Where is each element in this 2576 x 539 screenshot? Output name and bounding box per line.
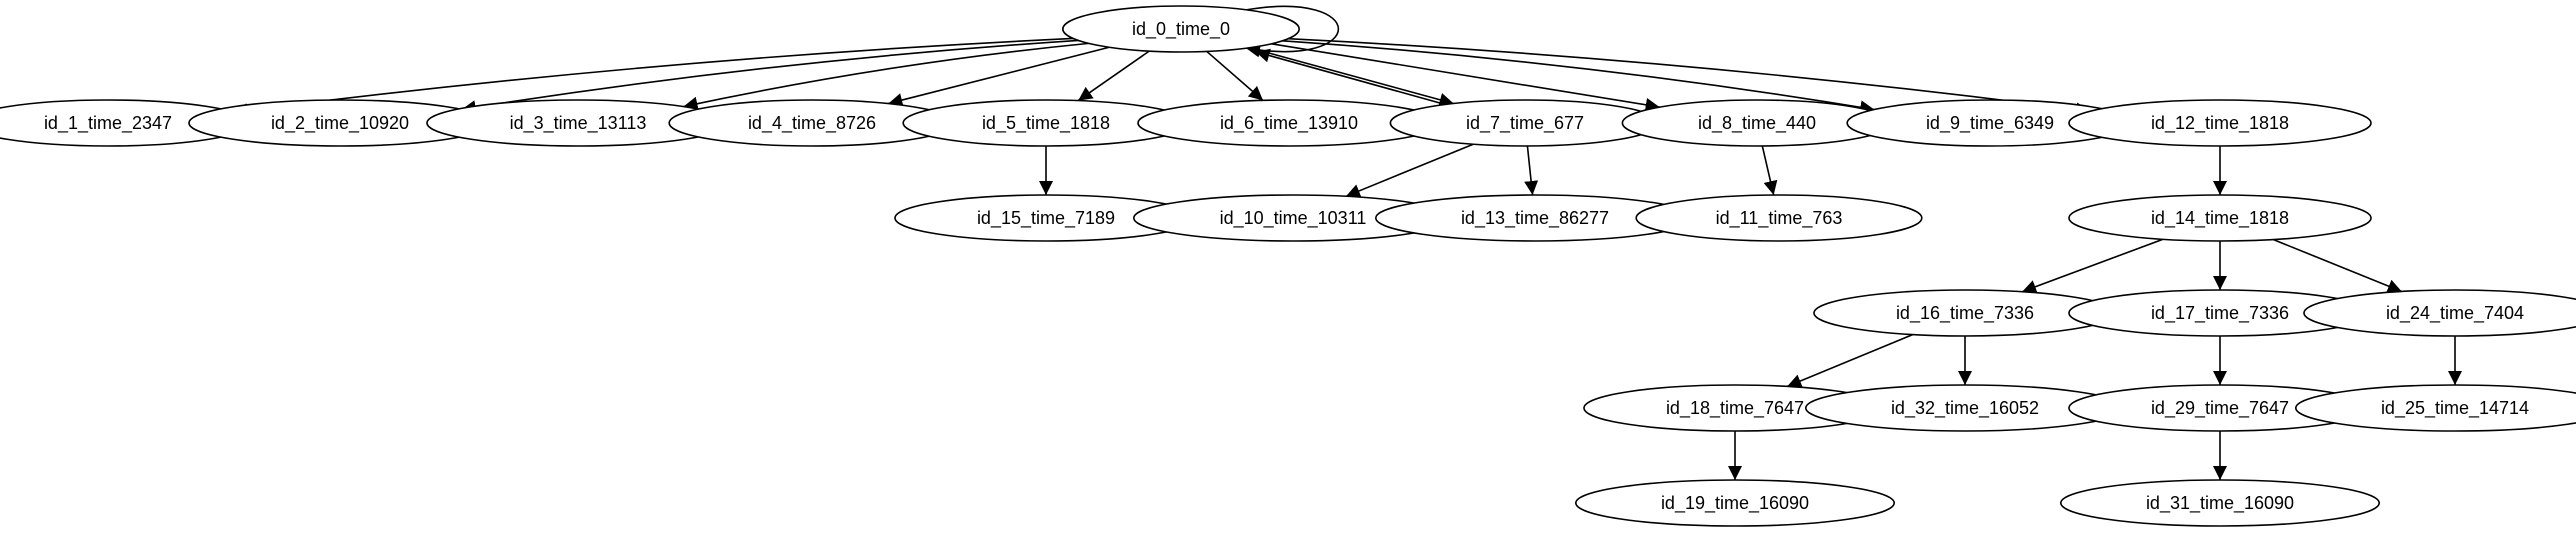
edge-line: [1077, 50, 1150, 102]
node-ellipse: [1635, 194, 1923, 242]
graph-node: id_12_time_1818: [2068, 99, 2372, 147]
edge-n14-to-n24: [2272, 238, 2403, 293]
node-label: id_0_time_0: [1132, 19, 1230, 40]
graph-node: id_14_time_1818: [2068, 194, 2372, 242]
graph-node: id_29_time_7647: [2068, 384, 2372, 432]
node-ellipse: [2295, 384, 2576, 432]
edge-n8-to-n11: [1761, 145, 1778, 196]
node-label: id_6_time_13910: [1220, 113, 1358, 134]
edge-line: [1524, 145, 1539, 196]
node-label: id_29_time_7647: [2151, 398, 2289, 419]
edge-n0-to-n6: [1206, 50, 1264, 101]
edge-n0-to-n0: [1245, 5, 1339, 58]
edge-line: [461, 39, 1079, 115]
node-label: id_17_time_7336: [2151, 303, 2289, 324]
edge-n14-to-n16: [2021, 238, 2164, 294]
graph-node: id_11_time_763: [1635, 194, 1923, 242]
node-label: id_10_time_10311: [1220, 208, 1367, 229]
graph-node: id_24_time_7404: [2303, 289, 2576, 337]
node-label: id_9_time_6349: [1926, 113, 2054, 134]
node-label: id_15_time_7189: [977, 208, 1115, 229]
edge-n7-to-n13: [1524, 145, 1539, 196]
edge-line: [1786, 333, 1914, 388]
edge-n0-to-n12: [1288, 37, 2091, 117]
graph-node: id_18_time_7647: [1583, 384, 1887, 432]
graph-node: id_25_time_14714: [2295, 384, 2576, 432]
edge-line: [233, 37, 1074, 118]
node-ellipse: [2068, 99, 2372, 147]
node-label: id_31_time_16090: [2146, 493, 2294, 514]
graph-node: id_16_time_7336: [1813, 289, 2117, 337]
node-label: id_2_time_10920: [271, 113, 409, 134]
node-label: id_3_time_13113: [510, 113, 647, 134]
graph-node: id_19_time_16090: [1575, 479, 1896, 527]
edge-line: [1255, 48, 1442, 105]
graph-node: id_1_time_2347: [0, 99, 252, 147]
edge-line: [1271, 42, 1660, 112]
edge-n0-to-n1: [233, 37, 1074, 118]
node-label: id_4_time_8726: [748, 113, 876, 134]
edge-n0-to-n9: [1282, 39, 1875, 115]
node-ellipse: [1062, 5, 1301, 53]
edge-n7-to-n10: [1345, 143, 1474, 198]
edges-layer: [233, 5, 2462, 480]
edge-line: [1282, 39, 1875, 115]
node-label: id_19_time_16090: [1661, 493, 1809, 514]
graph-node: id_2_time_10920: [188, 99, 492, 147]
graph-node: id_6_time_13910: [1137, 99, 1441, 147]
edge-n0-to-n2: [461, 39, 1079, 115]
graph-node: id_7_time_677: [1389, 99, 1661, 147]
edge-n0-to-n5: [1077, 50, 1150, 102]
graph-node: id_32_time_16052: [1805, 384, 2126, 432]
graph-node: id_3_time_13113: [426, 99, 730, 147]
edge-line: [683, 42, 1089, 111]
node-ellipse: [2303, 289, 2576, 337]
node-label: id_16_time_7336: [1896, 303, 2034, 324]
node-label: id_24_time_7404: [2386, 303, 2524, 324]
node-label: id_14_time_1818: [2151, 208, 2289, 229]
edge-n7-to-n0: [1255, 48, 1442, 105]
edge-line: [1761, 145, 1778, 196]
node-label: id_18_time_7647: [1666, 398, 1804, 419]
nodes-layer: id_0_time_0 id_1_time_2347 id_2_time_10920…: [0, 5, 2576, 527]
node-label: id_25_time_14714: [2381, 398, 2529, 419]
edge-line: [1245, 5, 1339, 58]
node-label: id_5_time_1818: [982, 113, 1110, 134]
node-ellipse: [2060, 479, 2381, 527]
edge-line: [2021, 238, 2164, 294]
node-ellipse: [1575, 479, 1896, 527]
graph-node: id_17_time_7336: [2068, 289, 2372, 337]
edge-line: [1345, 143, 1474, 198]
edge-n0-to-n8: [1271, 42, 1660, 112]
graph-node: id_9_time_6349: [1846, 99, 2134, 147]
edge-n0-to-n3: [683, 42, 1089, 111]
node-label: id_13_time_86277: [1461, 208, 1609, 229]
node-label: id_7_time_677: [1466, 113, 1584, 134]
node-label: id_1_time_2347: [44, 113, 172, 134]
node-label: id_8_time_440: [1698, 113, 1816, 134]
edge-line: [1249, 46, 1454, 107]
edge-n0-to-n7: [1249, 46, 1454, 107]
graph-node: id_10_time_10311: [1133, 194, 1454, 242]
graph-node: id_31_time_16090: [2060, 479, 2381, 527]
edge-line: [1206, 50, 1264, 101]
node-label: id_32_time_16052: [1891, 398, 2039, 419]
edge-line: [2272, 238, 2403, 293]
node-label: id_12_time_1818: [2151, 113, 2289, 134]
node-label: id_11_time_763: [1716, 208, 1843, 229]
edge-n0-to-n4: [888, 46, 1110, 107]
edge-line: [1288, 37, 2091, 117]
node-ellipse: [2068, 194, 2372, 242]
edge-n16-to-n18: [1786, 333, 1914, 388]
edge-line: [888, 46, 1110, 107]
graph-node: id_15_time_7189: [894, 194, 1198, 242]
graph-node: id_8_time_440: [1621, 99, 1893, 147]
graph-node: id_0_time_0: [1062, 5, 1301, 53]
